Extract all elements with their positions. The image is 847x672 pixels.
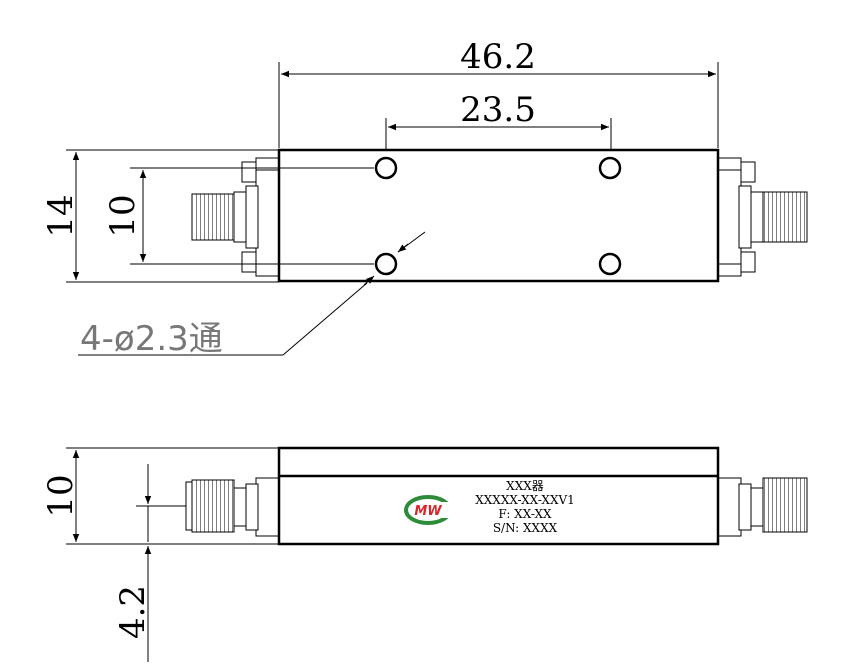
- filter-body-top: [277, 148, 720, 283]
- label-line-2: XXXXX-XX-XXV1: [475, 493, 575, 507]
- logo-text: MW: [414, 504, 442, 519]
- hole-note: 4-ø2.3通: [80, 319, 223, 359]
- dim-hole-pitch: 10: [103, 167, 374, 265]
- dim-height-top: 14: [41, 149, 279, 283]
- mounting-hole: [374, 252, 398, 276]
- dim-length-label: 46.2: [460, 37, 536, 77]
- dim-height-side-label: 10: [41, 474, 81, 517]
- mw-logo: MW: [404, 495, 452, 525]
- left-connector-top: [191, 157, 280, 277]
- mounting-hole: [374, 156, 398, 180]
- dim-connector-offset-label: 4.2: [113, 585, 153, 639]
- dim-hole-pitch-label: 10: [103, 194, 143, 237]
- filter-body-side: [277, 446, 720, 546]
- mounting-hole: [598, 156, 622, 180]
- dim-height-top-label: 14: [41, 194, 81, 237]
- left-connector-side: [185, 477, 280, 537]
- label-line-3: F: XX-XX: [498, 507, 552, 521]
- label-line-1: XXX器: [506, 479, 544, 493]
- right-connector-side: [717, 477, 808, 537]
- side-view: MW XXX器 XXXXX-XX-XXV1 F: XX-XX S/N: XXXX…: [41, 446, 808, 662]
- dim-connector-offset: 4.2: [113, 464, 186, 662]
- dim-length: 46.2: [281, 37, 716, 78]
- label-line-4: S/N: XXXX: [493, 521, 558, 535]
- top-view: 46.2 23.5: [41, 37, 808, 359]
- product-label: XXX器 XXXXX-XX-XXV1 F: XX-XX S/N: XXXX: [475, 479, 575, 535]
- mounting-hole: [598, 252, 622, 276]
- right-connector-top: [717, 157, 808, 277]
- dim-hole-spacing: 23.5: [388, 90, 609, 131]
- hole-callout: 4-ø2.3通: [78, 231, 426, 359]
- dim-height-side: 10: [41, 447, 279, 545]
- dim-hole-spacing-label: 23.5: [460, 90, 536, 130]
